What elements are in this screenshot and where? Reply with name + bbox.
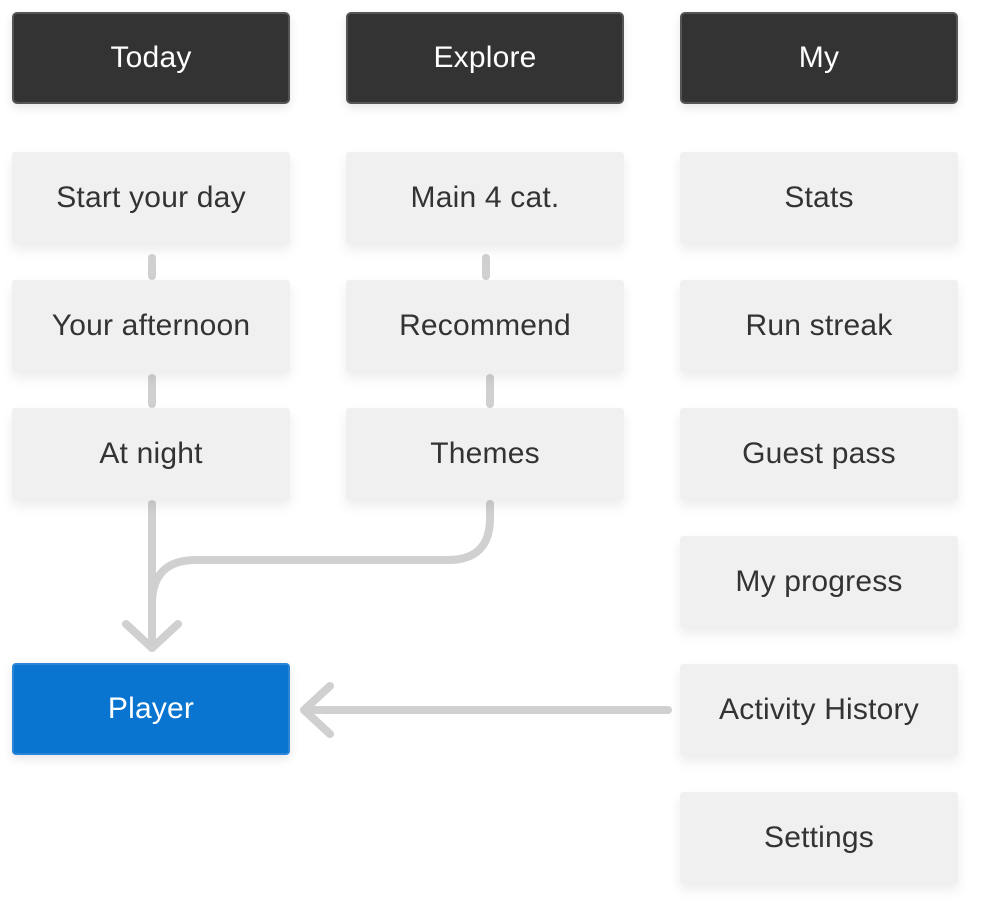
node-run-streak: Run streak xyxy=(680,280,958,372)
node-guest-pass: Guest pass xyxy=(680,408,958,500)
arrowhead-down xyxy=(122,620,182,652)
connector-explore-to-player xyxy=(148,500,494,608)
node-settings: Settings xyxy=(680,792,958,884)
node-themes: Themes xyxy=(346,408,624,500)
header-explore: Explore xyxy=(346,12,624,104)
header-today: Today xyxy=(12,12,290,104)
node-start-your-day: Start your day xyxy=(12,152,290,244)
node-player: Player xyxy=(12,663,290,755)
node-your-afternoon: Your afternoon xyxy=(12,280,290,372)
header-my: My xyxy=(680,12,958,104)
node-recommend: Recommend xyxy=(346,280,624,372)
arrowhead-left xyxy=(300,682,334,738)
node-my-progress: My progress xyxy=(680,536,958,628)
node-main-4-cat: Main 4 cat. xyxy=(346,152,624,244)
node-at-night: At night xyxy=(12,408,290,500)
node-activity-history: Activity History xyxy=(680,664,958,756)
node-stats: Stats xyxy=(680,152,958,244)
